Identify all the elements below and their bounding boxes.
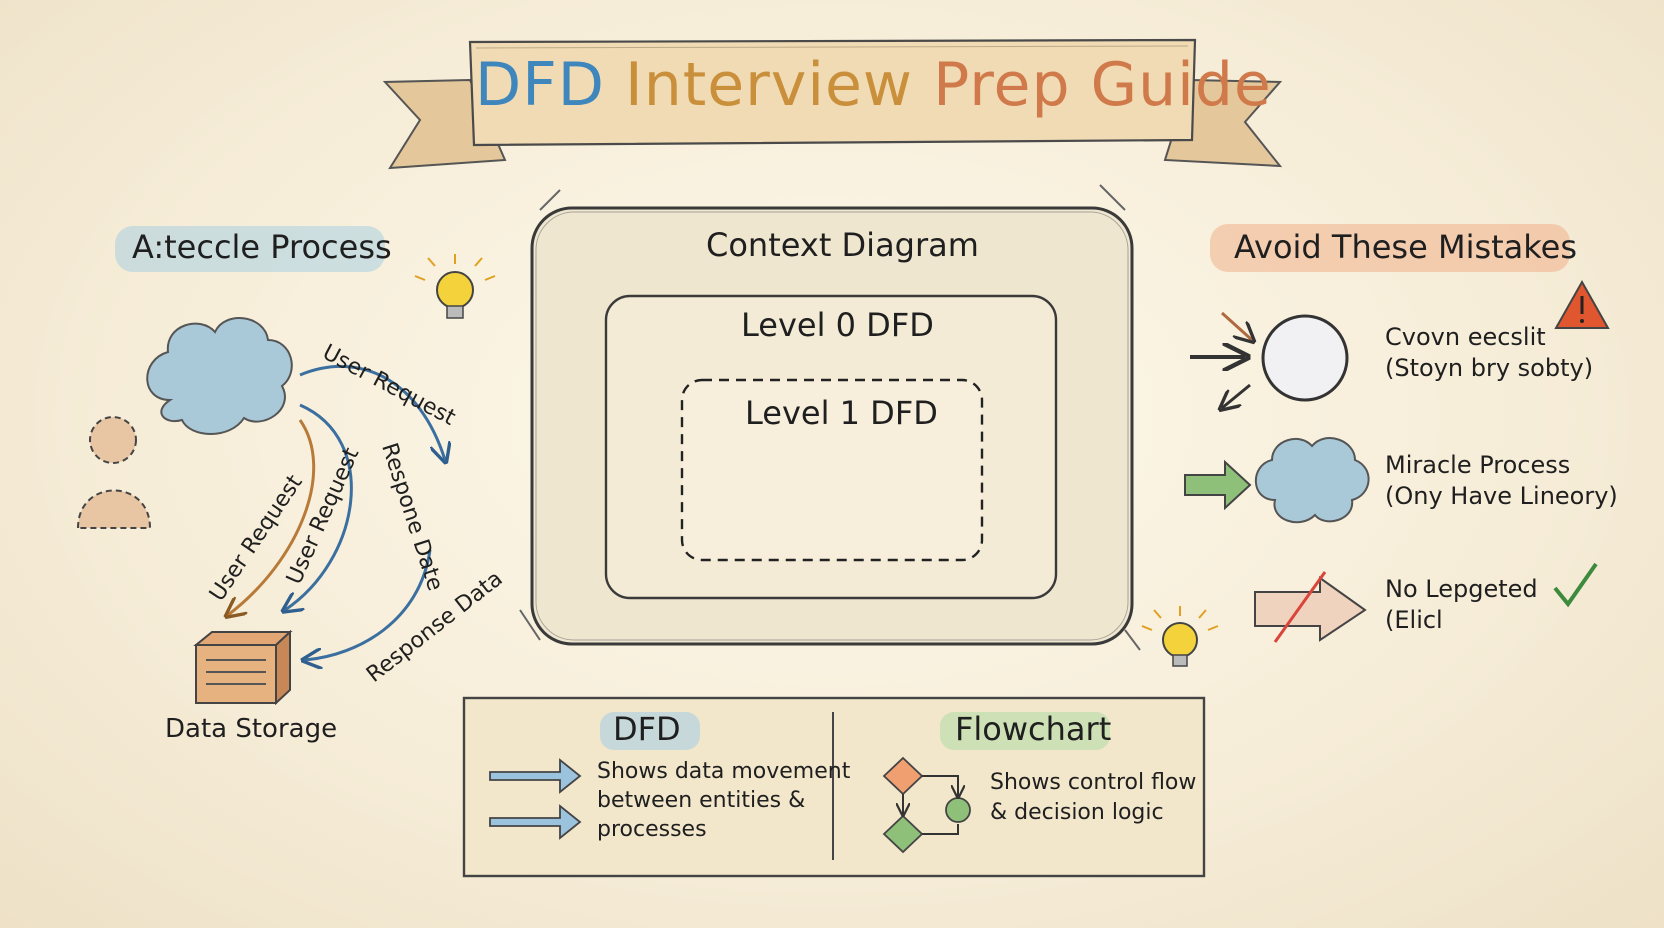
mistake-item-3-title: No Lepgeted bbox=[1385, 575, 1538, 603]
level0-dfd-label: Level 0 DFD bbox=[741, 306, 934, 344]
compare-dfd-line: Shows data movement bbox=[597, 759, 851, 784]
lightbulb-icon bbox=[414, 254, 496, 319]
mistake-item-1-detail: (Stoyn bry sobty) bbox=[1385, 354, 1594, 382]
mistakes-heading: Avoid These Mistakes bbox=[1234, 228, 1578, 266]
mistake-item-2-detail: (Ony Have Lineory) bbox=[1385, 482, 1618, 510]
right-heading-highlight bbox=[1210, 224, 1570, 272]
title-part-interview: Interview bbox=[625, 50, 913, 120]
title-banner bbox=[382, 38, 1283, 170]
comparison-box bbox=[462, 696, 1206, 878]
compare-flowchart-description: Shows control flow & decision logic bbox=[990, 768, 1196, 828]
compare-flowchart-title: Flowchart bbox=[955, 710, 1112, 748]
compare-dfd-line: between entities & bbox=[597, 788, 806, 813]
user-entity-icon bbox=[76, 416, 152, 529]
crossed-arrow-icon bbox=[1254, 571, 1367, 643]
lightbulb-icon bbox=[1141, 606, 1219, 667]
title-part-dfd: DFD bbox=[475, 50, 605, 120]
black-hole-process-icon bbox=[1190, 311, 1349, 408]
cloud-process-icon bbox=[146, 317, 293, 435]
compare-dfd-description: Shows data movement between entities & p… bbox=[597, 757, 850, 844]
title-part-prep-guide: Prep Guide bbox=[933, 50, 1272, 120]
mistake-item-1-title: Cvovn eecslit bbox=[1385, 323, 1546, 351]
context-diagram-label: Context Diagram bbox=[706, 226, 979, 264]
warning-icon bbox=[1554, 279, 1610, 329]
level1-dfd-label: Level 1 DFD bbox=[745, 394, 938, 432]
page-title: DFD Interview Prep Guide bbox=[475, 50, 1272, 120]
mistake-item-3: No Lepgeted (Elicl bbox=[1385, 574, 1538, 636]
compare-flowchart-line: & decision logic bbox=[990, 800, 1164, 825]
mistake-item-3-detail: (Elicl bbox=[1385, 606, 1443, 634]
mistake-item-2-title: Miracle Process bbox=[1385, 451, 1571, 479]
left-heading-highlight bbox=[115, 226, 385, 272]
nested-diagram bbox=[519, 184, 1141, 651]
data-storage-icon bbox=[193, 629, 293, 706]
compare-dfd-line: processes bbox=[597, 817, 707, 842]
mistake-item-2: Miracle Process (Ony Have Lineory) bbox=[1385, 450, 1618, 512]
compare-dfd-title: DFD bbox=[613, 710, 681, 748]
checkmark-icon bbox=[1553, 562, 1598, 608]
compare-flowchart-line: Shows control flow bbox=[990, 770, 1197, 795]
miracle-process-icon bbox=[1184, 437, 1370, 524]
data-storage-label: Data Storage bbox=[165, 714, 338, 744]
left-heading: A:teccle Process bbox=[132, 228, 392, 266]
mistake-item-1: Cvovn eecslit (Stoyn bry sobty) bbox=[1385, 322, 1593, 384]
